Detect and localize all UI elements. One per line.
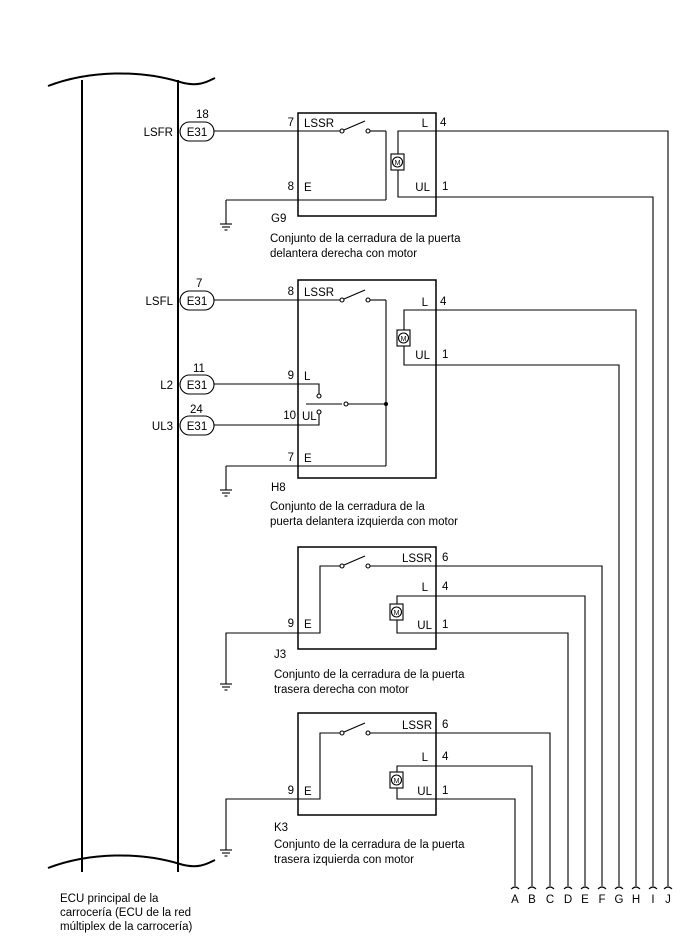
svg-text:UL: UL bbox=[302, 411, 317, 423]
svg-text:9: 9 bbox=[288, 370, 294, 382]
ecu-outline bbox=[47, 72, 216, 872]
svg-text:10: 10 bbox=[283, 410, 296, 422]
svg-text:H: H bbox=[632, 894, 640, 906]
svg-text:K3: K3 bbox=[274, 822, 288, 834]
k3-lock-assembly: LSSR 6 L 4 M UL 1 9 E K3 Conjunto de la … bbox=[220, 712, 465, 866]
svg-text:1: 1 bbox=[442, 181, 448, 193]
svg-text:8: 8 bbox=[288, 181, 294, 193]
svg-text:4: 4 bbox=[440, 117, 447, 129]
svg-text:J3: J3 bbox=[274, 649, 286, 661]
svg-text:7: 7 bbox=[196, 278, 202, 290]
svg-text:9: 9 bbox=[288, 618, 294, 630]
svg-text:6: 6 bbox=[442, 552, 448, 564]
svg-text:LSSR: LSSR bbox=[304, 118, 334, 130]
svg-text:B: B bbox=[528, 894, 536, 906]
svg-text:UL: UL bbox=[415, 182, 430, 194]
svg-text:L2: L2 bbox=[160, 380, 173, 392]
connector-l2: 11 L2 E31 bbox=[160, 363, 215, 395]
svg-text:1: 1 bbox=[442, 619, 448, 631]
connector-lsfr: 18 LSFR E31 bbox=[144, 109, 215, 142]
svg-text:delantera derecha con motor: delantera derecha con motor bbox=[270, 248, 417, 260]
svg-text:Conjunto de la cerradura de la: Conjunto de la cerradura de la puerta bbox=[270, 233, 461, 245]
svg-text:J: J bbox=[665, 894, 671, 906]
connector-ul3: 24 UL3 E31 bbox=[152, 404, 215, 436]
svg-text:trasera izquierda con motor: trasera izquierda con motor bbox=[274, 854, 414, 866]
svg-text:L: L bbox=[422, 752, 429, 764]
svg-text:I: I bbox=[651, 894, 654, 906]
svg-text:UL: UL bbox=[417, 620, 432, 632]
svg-text:UL3: UL3 bbox=[152, 421, 173, 433]
svg-text:M: M bbox=[401, 336, 407, 343]
svg-text:puerta delantera izquierda con: puerta delantera izquierda con motor bbox=[270, 516, 458, 528]
svg-text:trasera derecha con motor: trasera derecha con motor bbox=[274, 684, 409, 696]
svg-text:LSSR: LSSR bbox=[402, 720, 432, 732]
svg-text:E: E bbox=[581, 894, 589, 906]
trunk-wires bbox=[436, 130, 669, 886]
svg-text:UL: UL bbox=[415, 350, 430, 362]
svg-text:C: C bbox=[546, 894, 554, 906]
svg-text:8: 8 bbox=[288, 286, 294, 298]
j3-lock-assembly: LSSR 6 L 4 M UL 1 9 E J3 Conjunto de la … bbox=[220, 546, 465, 696]
svg-text:4: 4 bbox=[442, 751, 449, 763]
svg-text:4: 4 bbox=[440, 296, 447, 308]
svg-text:E31: E31 bbox=[187, 127, 207, 139]
svg-text:L: L bbox=[422, 582, 429, 594]
svg-text:L: L bbox=[422, 297, 429, 309]
svg-text:G9: G9 bbox=[271, 213, 286, 225]
svg-text:E: E bbox=[304, 182, 312, 194]
wire-end-marks bbox=[510, 886, 673, 890]
svg-text:ECU principal de la: ECU principal de la bbox=[60, 893, 159, 905]
svg-text:4: 4 bbox=[442, 581, 449, 593]
svg-text:A: A bbox=[511, 894, 519, 906]
svg-text:E31: E31 bbox=[187, 380, 207, 392]
svg-text:Conjunto de la cerradura de la: Conjunto de la cerradura de la puerta bbox=[274, 839, 465, 851]
h8-lock-assembly: 8 LSSR 9 L 10 UL 7 E L 4 UL 1 bbox=[214, 279, 458, 528]
svg-text:1: 1 bbox=[442, 349, 448, 361]
svg-text:E: E bbox=[304, 619, 312, 631]
svg-text:24: 24 bbox=[190, 404, 203, 416]
svg-text:F: F bbox=[598, 894, 605, 906]
svg-text:1: 1 bbox=[442, 785, 448, 797]
svg-text:Conjunto de la cerradura de la: Conjunto de la cerradura de la puerta bbox=[274, 669, 465, 681]
continuation-labels: A B C D E F G H I J bbox=[511, 894, 671, 906]
svg-text:L: L bbox=[304, 371, 311, 383]
svg-text:7: 7 bbox=[288, 452, 294, 464]
svg-text:11: 11 bbox=[193, 363, 205, 375]
svg-text:D: D bbox=[564, 894, 572, 906]
connector-lsfl: 7 LSFL E31 bbox=[146, 278, 215, 311]
svg-text:E: E bbox=[304, 453, 312, 465]
svg-text:G: G bbox=[615, 894, 624, 906]
svg-text:LSSR: LSSR bbox=[402, 553, 432, 565]
svg-text:LSFR: LSFR bbox=[144, 127, 173, 139]
svg-text:UL: UL bbox=[417, 786, 432, 798]
svg-text:carrocería (ECU de la red: carrocería (ECU de la red bbox=[60, 907, 191, 919]
svg-text:E31: E31 bbox=[187, 296, 207, 308]
svg-text:L: L bbox=[422, 118, 429, 130]
svg-text:LSFL: LSFL bbox=[146, 296, 174, 308]
svg-text:9: 9 bbox=[288, 785, 294, 797]
svg-text:H8: H8 bbox=[271, 482, 286, 494]
ecu-caption: ECU principal de la carrocería (ECU de l… bbox=[60, 893, 192, 933]
svg-text:M: M bbox=[395, 160, 401, 167]
svg-text:18: 18 bbox=[196, 109, 209, 121]
g9-lock-assembly: 7 LSSR 8 E L 4 UL 1 M G9 Conjunto de la … bbox=[214, 112, 461, 260]
svg-text:7: 7 bbox=[288, 117, 294, 129]
svg-text:M: M bbox=[394, 778, 400, 785]
svg-text:E31: E31 bbox=[187, 421, 207, 433]
svg-text:LSSR: LSSR bbox=[304, 287, 334, 299]
svg-text:Conjunto de la cerradura de la: Conjunto de la cerradura de la bbox=[270, 501, 425, 513]
svg-text:6: 6 bbox=[442, 719, 448, 731]
svg-text:E: E bbox=[304, 786, 312, 798]
svg-text:múltiplex de la carrocería): múltiplex de la carrocería) bbox=[60, 921, 192, 933]
svg-text:M: M bbox=[394, 610, 400, 617]
